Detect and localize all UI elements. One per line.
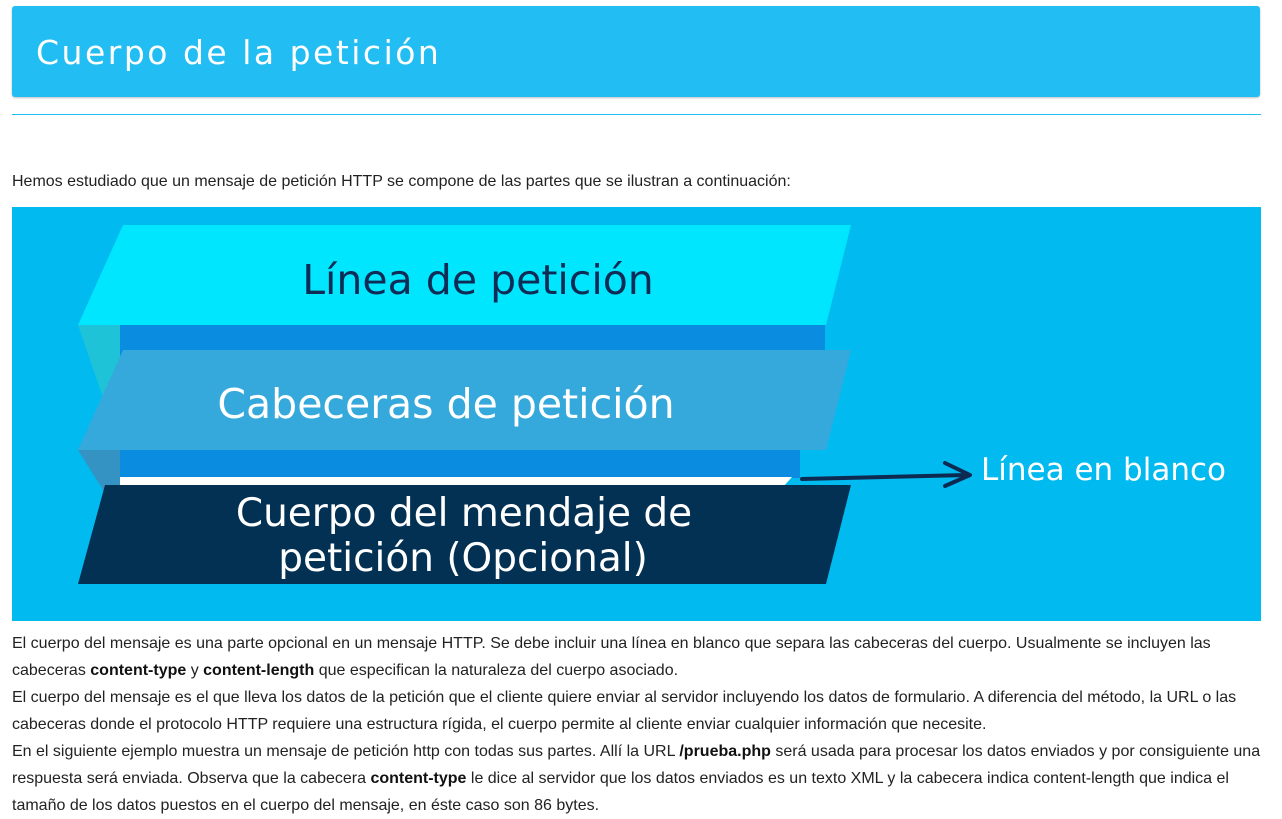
request-line-label: Línea de petición bbox=[302, 256, 654, 304]
arrow-icon bbox=[800, 473, 969, 481]
paragraph-3: En el siguiente ejemplo muestra un mensa… bbox=[12, 738, 1264, 819]
http-request-diagram: Línea de petición Cabeceras de petición … bbox=[12, 207, 1261, 621]
body-label-line2: petición (Opcional) bbox=[278, 536, 648, 581]
intro-text: Hemos estudiado que un mensaje de petici… bbox=[12, 173, 791, 190]
blank-line-strip bbox=[120, 477, 792, 486]
p1-code-content-length: content-length bbox=[203, 662, 315, 679]
paragraph-2: El cuerpo del mensaje es el que lleva lo… bbox=[12, 689, 1237, 733]
p1-text-e: que especifican la naturaleza del cuerpo… bbox=[314, 662, 679, 679]
p1-text-a: El cuerpo del mensaje es una parte opcio… bbox=[12, 635, 1211, 679]
body-label-line1: Cuerpo del mendaje de bbox=[236, 491, 692, 536]
p3-text-e: le dice al servidor que los datos enviad… bbox=[12, 770, 1229, 814]
p3-code-url: /prueba.php bbox=[679, 743, 771, 760]
p3-text-c: será usada para procesar los datos envia… bbox=[12, 743, 1261, 787]
arrowhead-icon bbox=[943, 461, 972, 488]
page-title: Cuerpo de la petición bbox=[36, 33, 442, 72]
blank-line-label: Línea en blanco bbox=[981, 452, 1226, 488]
headers-back bbox=[120, 450, 800, 478]
headers-shape bbox=[78, 350, 851, 450]
body-shape bbox=[78, 485, 851, 584]
paragraph-1: El cuerpo del mensaje es una parte opcio… bbox=[12, 630, 1264, 684]
page-header: Cuerpo de la petición bbox=[12, 6, 1260, 97]
p1-text-c: y bbox=[186, 662, 204, 679]
p1-code-content-type: content-type bbox=[90, 662, 187, 679]
header-divider bbox=[12, 114, 1261, 115]
request-line-shape bbox=[78, 225, 851, 325]
p3-text-a: En el siguiente ejemplo muestra un mensa… bbox=[12, 743, 680, 760]
headers-label: Cabeceras de petición bbox=[217, 380, 674, 428]
p3-code-content-type: content-type bbox=[370, 770, 467, 787]
body-text: El cuerpo del mensaje es una parte opcio… bbox=[12, 630, 1264, 819]
